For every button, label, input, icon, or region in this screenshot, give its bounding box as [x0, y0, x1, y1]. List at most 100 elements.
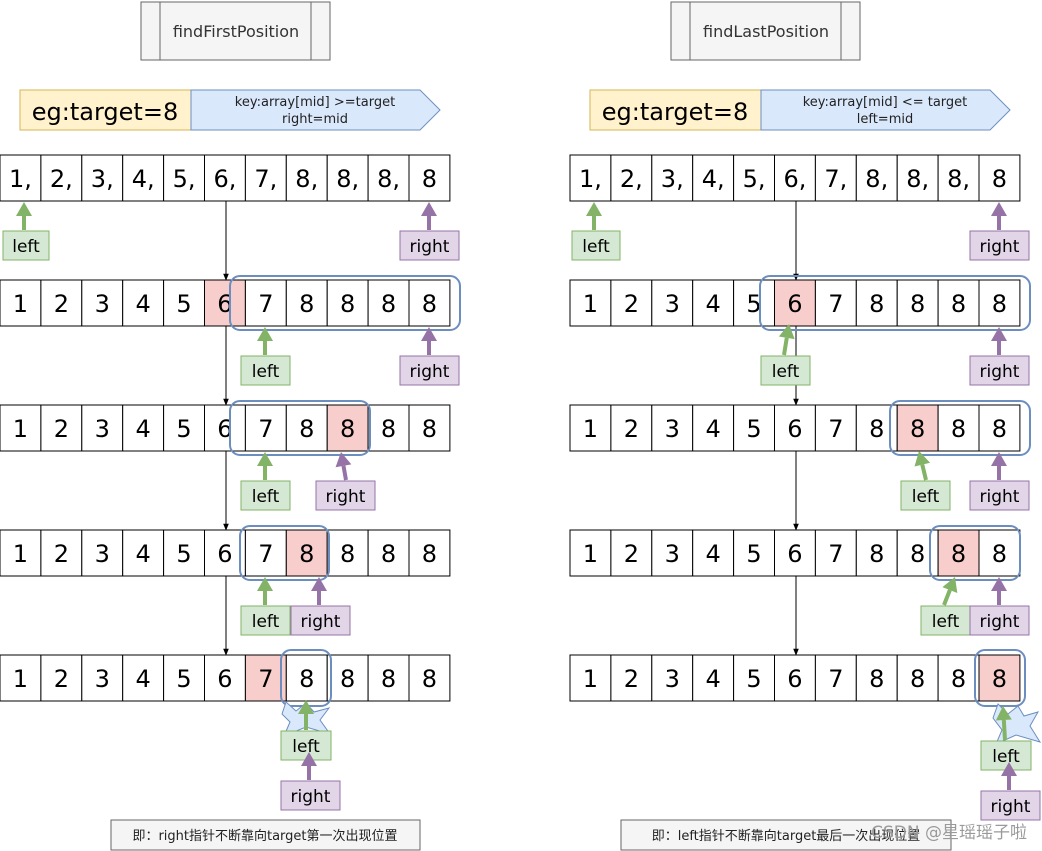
array-cell: [774, 404, 816, 452]
right-eg-text: eg:target=8: [602, 98, 748, 126]
right-label: right: [410, 362, 450, 382]
left-range-outline-4: [239, 525, 330, 581]
array-cell: [610, 404, 653, 452]
array-cell-value: 8: [422, 540, 437, 568]
array-cell-value: 1: [13, 540, 28, 568]
array-cell-value: 8: [910, 415, 925, 443]
array-cell-value: 8: [299, 290, 314, 318]
array-cell-value: 8: [992, 540, 1007, 568]
pointer-arrow-icon: [991, 577, 1007, 605]
array-cell-value: 1: [13, 665, 28, 693]
right-key-line2: left=mid: [857, 112, 913, 127]
array-cell: [569, 404, 612, 452]
array-cell: [367, 654, 410, 702]
array-cell: [733, 154, 775, 202]
array-cell-value: 5: [176, 415, 191, 443]
array-cell-value: 7: [828, 290, 843, 318]
array-cell-value: 6: [217, 290, 232, 318]
array-cell-value: 3: [95, 290, 110, 318]
array-cell-value: 8: [869, 290, 884, 318]
array-cell: [733, 404, 775, 452]
array-cell-value: 6: [787, 415, 802, 443]
array-cell-value: 7: [258, 415, 273, 443]
array-cell: [733, 529, 775, 577]
array-cell-value: 8: [951, 290, 966, 318]
left-pointer: left: [980, 706, 1032, 771]
array-cell-value: 4: [136, 290, 151, 318]
array-cell-value: 8: [869, 540, 884, 568]
array-cell: [367, 279, 410, 327]
array-cell: [814, 529, 857, 577]
array-cell-value: 8,: [947, 165, 970, 193]
right-label: right: [326, 487, 366, 507]
left-note: 即：right指针不断靠向target第一次出现位置: [132, 828, 397, 844]
left-range-outline-3: [229, 400, 371, 456]
array-cell-value: 8: [910, 540, 925, 568]
array-cell: [81, 654, 124, 702]
pointer-arrow-icon: [942, 577, 958, 606]
array-cell-value: 1: [583, 415, 598, 443]
pointer-arrow-icon: [991, 327, 1007, 355]
array-cell-value: 8: [992, 165, 1007, 193]
pointer-arrow-icon: [914, 451, 931, 481]
array-cell-value: 3: [665, 665, 680, 693]
array-cell-value: 1,: [9, 165, 32, 193]
pointer-arrow-icon: [16, 202, 32, 230]
array-cell-value: 8,: [377, 165, 400, 193]
pointer-arrow-icon: [421, 202, 437, 230]
array-cell-value: 8,: [295, 165, 318, 193]
array-cell: [40, 404, 83, 452]
pointer-arrow-icon: [991, 202, 1007, 230]
array-cell: [122, 154, 165, 202]
array-cell-value: 4,: [702, 165, 725, 193]
right-example: eg:target=8 key:array[mid] <= target lef…: [589, 89, 1011, 131]
left-range-outline-2: [229, 275, 461, 331]
left-key-line1: key:array[mid] >=target: [235, 95, 395, 110]
range-outlines: [229, 275, 1031, 707]
array-cell-value: 4: [136, 540, 151, 568]
left-pointer: left: [280, 700, 332, 761]
array-cell-value: 1: [13, 290, 28, 318]
array-cell-value: 8: [992, 290, 1007, 318]
left-label: left: [582, 237, 610, 257]
array-cell-value: 8: [951, 665, 966, 693]
array-cell: [408, 154, 451, 202]
array-cell: [81, 279, 124, 327]
array-cell-value: 3: [665, 290, 680, 318]
array-cell: [692, 279, 735, 327]
right-label: right: [980, 612, 1020, 632]
right-range-outline-2: [759, 275, 1031, 331]
array-cell-value: 8: [381, 290, 396, 318]
array-cell-value: 7: [828, 540, 843, 568]
array-cell: [978, 154, 1021, 202]
left-eg-text: eg:target=8: [32, 98, 178, 126]
array-cell: [81, 404, 124, 452]
array-cell-value: 8: [992, 665, 1007, 693]
array-cell: [408, 404, 451, 452]
array-cell-value: 8: [422, 165, 437, 193]
pointer-arrow-icon: [995, 706, 1012, 741]
left-label: left: [252, 612, 280, 632]
array-cell-value: 8: [422, 665, 437, 693]
array-cell-value: 7,: [824, 165, 847, 193]
right-pointer: right: [969, 202, 1030, 261]
pointer-arrow-icon: [298, 700, 314, 730]
left-note-box: 即：right指针不断靠向target第一次出现位置: [110, 819, 421, 851]
array-cell-value: 8: [299, 415, 314, 443]
array-cell-value: 5: [746, 290, 761, 318]
array-cell: [733, 654, 775, 702]
array-cell-value: 8,: [336, 165, 359, 193]
array-cell-value: 2: [54, 540, 69, 568]
array-cell-value: 4: [706, 415, 721, 443]
left-array-row-1: 1,2,3,4,5,6,7,8,8,8,8: [0, 154, 451, 202]
array-cell: [937, 654, 980, 702]
array-cell: [814, 404, 857, 452]
left-pointer: left: [760, 324, 811, 386]
array-cell-value: 6: [217, 540, 232, 568]
array-cell: [40, 154, 83, 202]
array-cell-value: 7,: [254, 165, 277, 193]
left-pointer: left: [240, 577, 291, 636]
array-cell: [774, 154, 816, 202]
